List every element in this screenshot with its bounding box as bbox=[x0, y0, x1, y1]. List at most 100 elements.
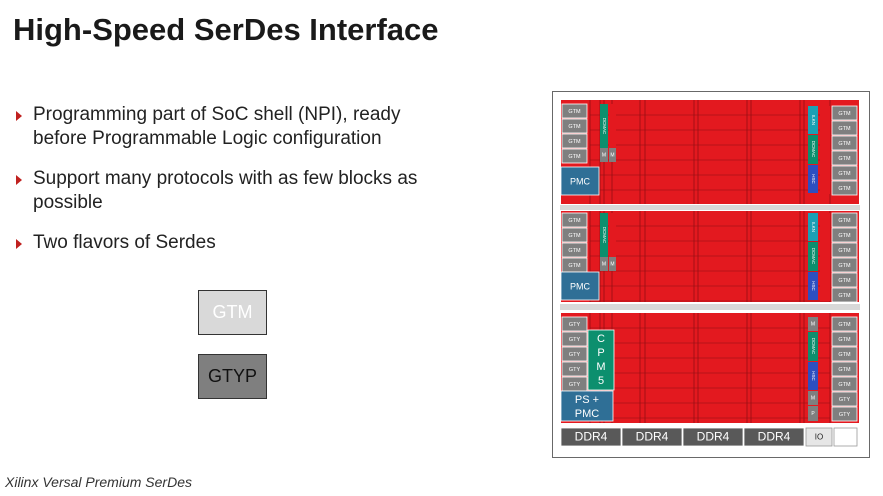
right-gt-label: GTM bbox=[838, 322, 851, 328]
versal-premium-floorplan-diagram: GTM GTM GTM GTM GTM GTM GTM GTM GTY GTY GTY GTY GTY G… bbox=[552, 91, 870, 458]
left-gt-block bbox=[561, 212, 588, 228]
bullet-arrow-icon bbox=[16, 175, 22, 185]
ddr4-label: DDR4 bbox=[758, 430, 791, 444]
right-gt-block bbox=[831, 406, 858, 422]
right-gt-label: GTM bbox=[838, 382, 851, 388]
dcmac-label: DCMAC bbox=[811, 141, 816, 158]
right-gt-block bbox=[831, 346, 858, 362]
bullet-item: Support many protocols with as few block… bbox=[16, 167, 456, 215]
right-gt-label: GTM bbox=[838, 248, 851, 254]
region-divider bbox=[560, 205, 860, 210]
right-gt-block bbox=[831, 105, 858, 121]
right-gt-block bbox=[831, 180, 858, 196]
ddr4-label: DDR4 bbox=[636, 430, 669, 444]
left-gt-label: GTM bbox=[568, 233, 581, 239]
left-gt-label: GTM bbox=[568, 218, 581, 224]
section-separator bbox=[561, 310, 859, 313]
io-empty-block bbox=[833, 427, 858, 447]
right-gt-label: GTM bbox=[838, 111, 851, 117]
left-gt-label: GTY bbox=[569, 322, 581, 328]
ilkn-label: ILKN bbox=[811, 115, 816, 125]
right-gt-block bbox=[831, 120, 858, 136]
cpm5-label: M bbox=[596, 361, 605, 373]
dcmac-label: DCMAC bbox=[811, 338, 816, 355]
hsc-label: HSC bbox=[811, 281, 816, 291]
right-gt-block bbox=[831, 150, 858, 166]
cpm5-label: 5 bbox=[598, 375, 604, 387]
hsc-block bbox=[808, 165, 818, 193]
mrmac-block bbox=[808, 317, 818, 331]
right-gt-block bbox=[831, 316, 858, 332]
legend-gtm-box: GTM bbox=[198, 290, 267, 335]
left-gt-label: GTM bbox=[568, 154, 581, 160]
cpm5-block bbox=[587, 329, 615, 391]
mrmac-block bbox=[600, 148, 608, 162]
left-gt-label: GTM bbox=[568, 109, 581, 115]
left-gt-label: GTY bbox=[569, 367, 581, 373]
ilkn-block bbox=[808, 213, 818, 241]
io-block bbox=[805, 427, 833, 447]
pmc-label: PMC bbox=[570, 176, 591, 186]
ddr4-block bbox=[743, 427, 805, 447]
left-gt-label: GTY bbox=[569, 337, 581, 343]
ddr4-block bbox=[560, 427, 622, 447]
left-gt-block bbox=[561, 148, 588, 164]
legend-gtyp-box: GTYP bbox=[198, 354, 267, 399]
bullet-text: Programming part of SoC shell (NPI), rea… bbox=[33, 104, 401, 149]
right-gt-label: GTY bbox=[839, 412, 851, 418]
mrmac-block bbox=[600, 257, 608, 271]
region-divider bbox=[560, 304, 860, 310]
hsc-block bbox=[808, 362, 818, 390]
hsc-label: HSC bbox=[811, 174, 816, 184]
ddr4-label: DDR4 bbox=[575, 430, 608, 444]
cpm5-label: P bbox=[597, 347, 604, 359]
right-gt-label: GTM bbox=[838, 337, 851, 343]
left-gt-label: GTM bbox=[568, 248, 581, 254]
pcie-block bbox=[808, 406, 818, 421]
fabric-block bbox=[820, 213, 830, 301]
right-gt-block bbox=[831, 331, 858, 347]
ddr4-block bbox=[682, 427, 744, 447]
mrmac-label: M bbox=[811, 395, 815, 401]
mrmac-block bbox=[609, 148, 616, 162]
bullet-item: Two flavors of Serdes bbox=[16, 231, 456, 255]
right-gt-label: GTM bbox=[838, 233, 851, 239]
slide-title: High-Speed SerDes Interface bbox=[13, 12, 439, 47]
right-gt-label: GTY bbox=[839, 397, 851, 403]
left-gt-block bbox=[561, 118, 588, 134]
left-gt-label: GTY bbox=[569, 352, 581, 358]
pmc-block bbox=[560, 166, 600, 196]
right-gt-block bbox=[831, 165, 858, 181]
left-gt-block bbox=[561, 316, 588, 332]
legend-gtyp-label: GTYP bbox=[207, 366, 257, 386]
left-gt-block bbox=[561, 361, 588, 377]
right-gt-label: GTM bbox=[838, 126, 851, 132]
legend-gtm-label: GTM bbox=[212, 302, 253, 322]
left-gt-label: GTM bbox=[568, 124, 581, 130]
cpm5-label: C bbox=[597, 333, 605, 345]
right-gt-block bbox=[831, 376, 858, 392]
dcmac-label: DCMAC bbox=[602, 227, 607, 244]
ps-pmc-label: PS + bbox=[575, 394, 599, 406]
fabric-block bbox=[609, 104, 616, 148]
dcmac-block bbox=[808, 135, 818, 164]
ddr4-label: DDR4 bbox=[697, 430, 730, 444]
fabric-block bbox=[609, 213, 616, 257]
right-gt-label: GTM bbox=[838, 367, 851, 373]
right-gt-block bbox=[831, 287, 858, 303]
dcmac-label: DCMAC bbox=[811, 248, 816, 265]
hsc-label: HSC bbox=[811, 371, 816, 381]
right-gt-block bbox=[831, 391, 858, 407]
mrmac-block bbox=[609, 257, 616, 271]
right-gt-label: GTM bbox=[838, 352, 851, 358]
dcmac-block bbox=[600, 104, 608, 148]
right-gt-block bbox=[831, 361, 858, 377]
right-gt-label: GTM bbox=[838, 141, 851, 147]
left-gt-label: GTM bbox=[568, 139, 581, 145]
ilkn-block bbox=[808, 106, 818, 134]
bullet-item: Programming part of SoC shell (NPI), rea… bbox=[16, 103, 456, 151]
left-gt-block bbox=[561, 346, 588, 362]
right-gt-block bbox=[831, 242, 858, 258]
bullet-list: Programming part of SoC shell (NPI), rea… bbox=[16, 103, 456, 271]
mrmac-label: M bbox=[610, 261, 614, 267]
